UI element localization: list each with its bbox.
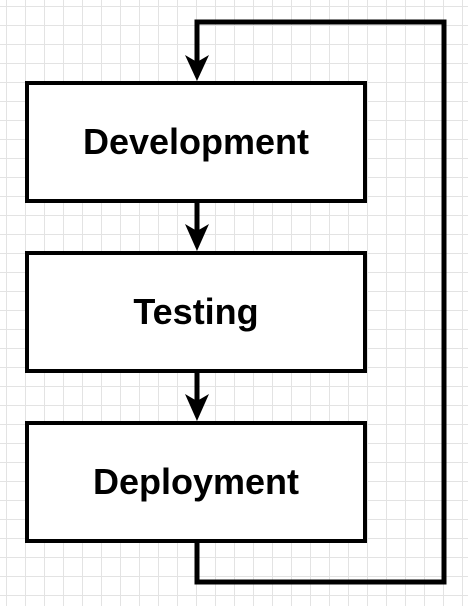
stage-box-development[interactable]: Development <box>25 81 367 203</box>
stage-box-deployment[interactable]: Deployment <box>25 421 367 543</box>
arrowhead-down-icon <box>185 394 209 421</box>
arrowhead-down-icon <box>185 224 209 251</box>
stage-label-development: Development <box>82 121 310 162</box>
stage-label-deployment: Deployment <box>92 461 300 502</box>
loop-back-connector <box>194 19 447 585</box>
stage-label-testing: Testing <box>133 291 259 332</box>
stage-box-testing[interactable]: Testing <box>25 251 367 373</box>
loop-back-arrowhead-icon <box>185 55 209 81</box>
